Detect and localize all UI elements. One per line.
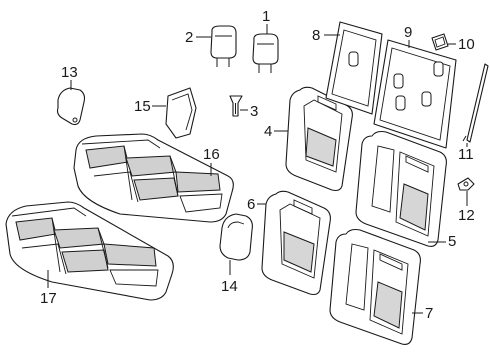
svg-text:15: 15: [134, 98, 151, 115]
part-7-seatback: [329, 228, 421, 345]
part-9-back-panel: [373, 39, 457, 149]
part-16-seat-cushion: [73, 133, 234, 223]
part-13-hinge-cover: [56, 87, 86, 126]
callout-1: 1: [262, 8, 270, 34]
part-5-seatback: [355, 130, 447, 247]
callout-14: 14: [221, 260, 238, 295]
callout-15: 15: [134, 98, 166, 115]
part-8-back-panel: [325, 21, 383, 115]
svg-text:14: 14: [221, 278, 238, 295]
svg-text:5: 5: [448, 233, 456, 250]
part-3-guide-sleeve: [229, 95, 243, 117]
svg-text:12: 12: [458, 207, 475, 224]
part-12-clip: [457, 177, 475, 191]
part-11-rod: [462, 63, 489, 143]
callout-5: 5: [428, 233, 456, 250]
svg-text:17: 17: [40, 290, 57, 307]
callout-8: 8: [312, 27, 340, 44]
svg-text:1: 1: [262, 8, 270, 25]
svg-text:3: 3: [250, 103, 258, 120]
part-10-latch: [431, 33, 449, 51]
svg-text:6: 6: [247, 196, 255, 213]
callout-11: 11: [458, 143, 474, 163]
callout-7: 7: [412, 305, 433, 322]
svg-text:7: 7: [425, 305, 433, 322]
svg-text:13: 13: [61, 64, 78, 81]
svg-text:10: 10: [458, 36, 475, 53]
part-14-cushion-pad: [219, 213, 253, 261]
callout-12: 12: [458, 191, 475, 224]
svg-text:9: 9: [404, 24, 412, 41]
callout-3: 3: [240, 103, 258, 120]
callout-10: 10: [448, 36, 475, 53]
svg-text:11: 11: [458, 146, 474, 163]
part-1-headrest: [252, 33, 279, 73]
part-15-side-trim: [165, 87, 197, 139]
part-4-seatback: [285, 86, 353, 192]
part-2-headrest: [210, 25, 237, 67]
callout-6: 6: [247, 196, 266, 213]
callout-13: 13: [61, 64, 78, 90]
callout-2: 2: [185, 29, 211, 46]
part-6-seatback: [261, 190, 331, 296]
svg-text:16: 16: [203, 146, 220, 163]
svg-text:2: 2: [185, 29, 193, 46]
svg-text:4: 4: [264, 123, 272, 140]
callout-9: 9: [404, 24, 412, 48]
callout-17: 17: [40, 270, 57, 307]
callout-16: 16: [203, 146, 220, 176]
callout-4: 4: [264, 123, 288, 140]
svg-text:8: 8: [312, 27, 320, 44]
